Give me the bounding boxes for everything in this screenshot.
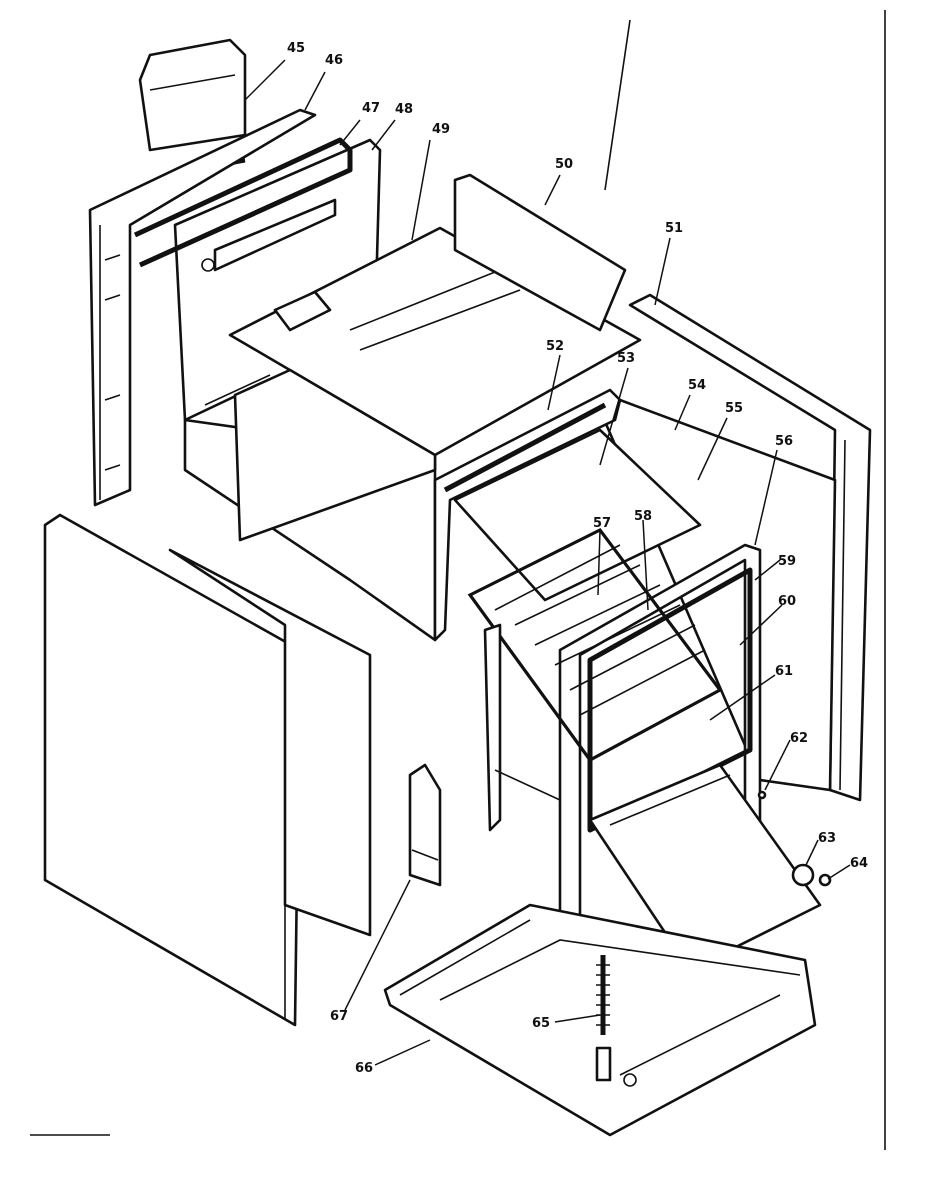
part-45-oven-vent <box>138 38 247 152</box>
callout-65: 65 <box>532 1016 550 1031</box>
callout-47: 47 <box>362 101 380 116</box>
callout-59: 59 <box>778 554 796 569</box>
callout-66: 66 <box>355 1061 373 1076</box>
leader-lines <box>244 59 851 1066</box>
scan-line <box>604 19 631 191</box>
inner-left-panel <box>168 548 372 937</box>
part-66-base-kickplate <box>383 903 817 1137</box>
callout-48: 48 <box>395 102 413 117</box>
callout-50: 50 <box>555 157 573 172</box>
part-63-pivot-pin <box>791 863 815 887</box>
part-65-spring <box>595 955 612 1082</box>
callout-45: 45 <box>287 41 305 56</box>
part-52-oven-front-frame <box>433 388 622 642</box>
part-51-right-side-panel <box>628 293 872 802</box>
part-46-door-frame <box>88 108 317 507</box>
callout-46: 46 <box>325 53 343 68</box>
callout-58: 58 <box>634 509 652 524</box>
part-53-oven-liner <box>453 428 702 602</box>
oven-side-frame <box>483 623 561 832</box>
callout-57: 57 <box>593 516 611 531</box>
callout-labels: 45 46 47 48 49 50 51 52 53 54 55 56 57 5… <box>287 41 868 1076</box>
left-side-panel <box>43 513 302 1027</box>
callout-60: 60 <box>778 594 796 609</box>
callout-56: 56 <box>775 434 793 449</box>
part-62-screw <box>757 790 767 800</box>
part-57-oven-rack <box>467 527 723 763</box>
part-67-bracket <box>408 763 442 887</box>
callout-61: 61 <box>775 664 793 679</box>
callout-64: 64 <box>850 856 868 871</box>
callout-55: 55 <box>725 401 743 416</box>
part-61-broiler-tray <box>588 763 822 972</box>
part-64-pivot-screw <box>818 873 832 887</box>
part-50-flue-cover <box>453 173 627 332</box>
oven-body-liner <box>183 368 437 642</box>
callout-67: 67 <box>330 1009 348 1024</box>
callout-54: 54 <box>688 378 706 393</box>
callout-52: 52 <box>546 339 564 354</box>
callout-53: 53 <box>617 351 635 366</box>
callout-63: 63 <box>818 831 836 846</box>
callout-51: 51 <box>665 221 683 236</box>
callout-62: 62 <box>790 731 808 746</box>
callout-49: 49 <box>432 122 450 137</box>
